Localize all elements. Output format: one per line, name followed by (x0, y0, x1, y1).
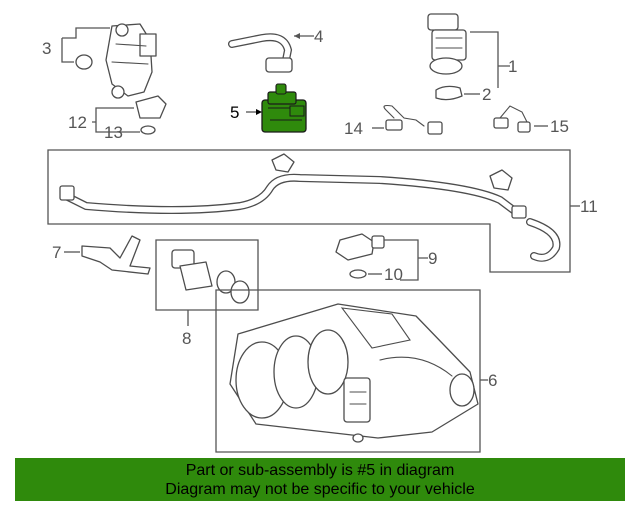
part-6-group-box (215, 289, 481, 453)
callout-1[interactable]: 1 (508, 57, 517, 76)
part-4-hose[interactable] (228, 33, 293, 73)
callout-8[interactable]: 8 (182, 329, 191, 348)
part-12-bracket[interactable] (135, 95, 167, 119)
callout-3[interactable]: 3 (42, 39, 51, 58)
banner-line-1: Part or sub-assembly is #5 in diagram (185, 462, 455, 479)
part-10-seal[interactable] (349, 269, 367, 279)
part-11-group-box (47, 149, 571, 273)
callout-6[interactable]: 6 (488, 371, 497, 390)
callout-5[interactable]: 5 (230, 103, 239, 122)
callout-15[interactable]: 15 (550, 117, 569, 136)
part-13-washer[interactable] (140, 125, 156, 135)
banner-line-2: Diagram may not be specific to your vehi… (165, 481, 475, 498)
part-8-valve[interactable] (171, 249, 250, 304)
part-5-purge-valve[interactable] (261, 83, 307, 133)
callout-10[interactable]: 10 (384, 265, 403, 284)
part-1-valve[interactable] (427, 13, 467, 75)
callout-14[interactable]: 14 (344, 119, 363, 138)
part-8-group-box (155, 239, 259, 311)
part-9-sensor[interactable] (335, 233, 375, 261)
part-6-canister[interactable] (229, 303, 479, 443)
callout-13[interactable]: 13 (104, 123, 123, 142)
part-11-tube-assembly[interactable] (59, 153, 561, 262)
callout-11[interactable]: 11 (580, 197, 598, 216)
callout-2[interactable]: 2 (482, 85, 491, 104)
part-2-gasket[interactable] (435, 85, 463, 101)
info-banner: Part or sub-assembly is #5 in diagram Di… (15, 458, 625, 501)
callout-9[interactable]: 9 (428, 249, 437, 268)
callout-7[interactable]: 7 (52, 243, 61, 262)
callout-12[interactable]: 12 (68, 113, 87, 132)
part-3-sensor[interactable] (105, 23, 157, 99)
part-3-oring[interactable] (75, 54, 93, 70)
part-14-sensor[interactable] (383, 104, 443, 135)
callout-4[interactable]: 4 (314, 27, 323, 46)
part-15-sensor[interactable] (493, 105, 531, 133)
part-7-bracket[interactable] (81, 235, 151, 275)
